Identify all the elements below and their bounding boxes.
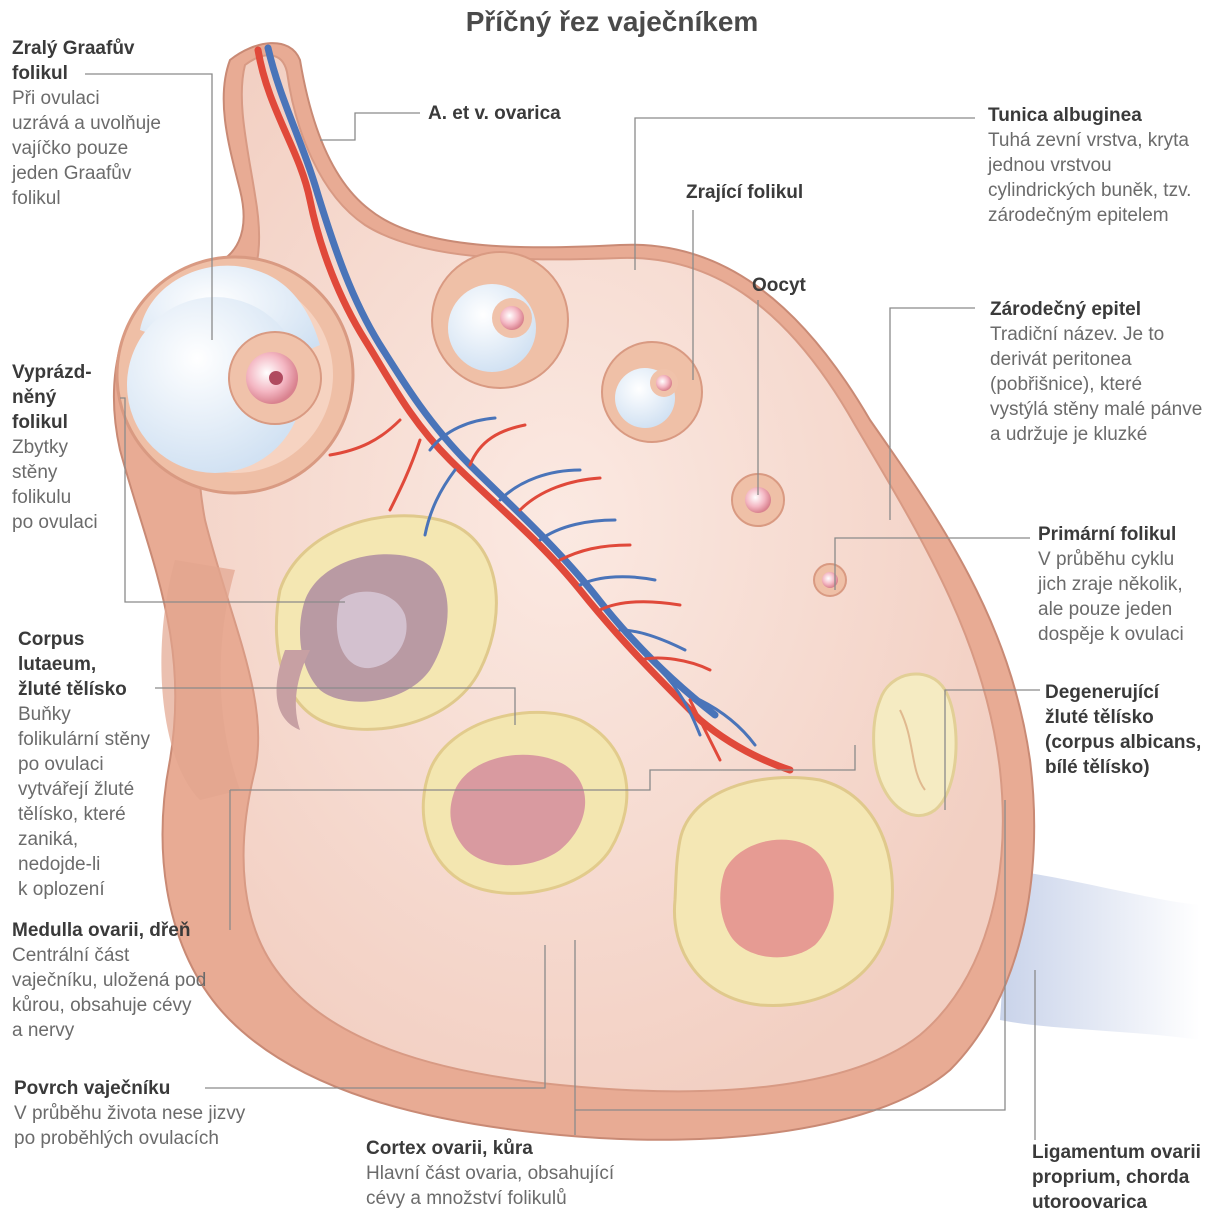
label-emptied-follicle: Vyprázd- něný folikul Zbytky stěny folik… (12, 360, 98, 535)
label-medulla: Medulla ovarii, dřeň Centrální část vaje… (12, 918, 206, 1043)
primary-desc: V průběhu cyklu jich zraje několik, ale … (1038, 547, 1184, 647)
label-ligament: Ligamentum ovarii proprium, chorda utoro… (1032, 1140, 1222, 1215)
maturing-heading: Zrající folikul (686, 180, 803, 205)
corpus-large (674, 778, 892, 1006)
label-corpus-luteum: Corpus lutaeum, žluté tělísko Buňky foli… (18, 627, 150, 902)
label-maturing-follicle: Zrající folikul (686, 180, 803, 205)
germinal-desc: Tradiční název. Je to derivát peritonea … (990, 322, 1202, 447)
primary-heading: Primární folikul (1038, 522, 1184, 547)
oocyte-heading: Oocyt (752, 273, 806, 298)
medulla-heading: Medulla ovarii, dřeň (12, 918, 206, 943)
graafian-heading: Zralý Graafův folikul (12, 36, 161, 86)
tunica-desc: Tuhá zevní vrstva, kryta jednou vrstvou … (988, 128, 1191, 228)
vessels-heading: A. et v. ovarica (428, 101, 561, 126)
label-cortex: Cortex ovarii, kůra Hlavní část ovaria, … (366, 1136, 614, 1211)
degenerating-heading: Degenerující žluté tělísko (corpus albic… (1045, 680, 1201, 780)
maturing-follicle-large (432, 252, 568, 388)
graafian-desc: Při ovulaci uzrává a uvolňuje vajíčko po… (12, 86, 161, 211)
germinal-heading: Zárodečný epitel (990, 297, 1202, 322)
emptied-heading: Vyprázd- něný folikul (12, 360, 98, 435)
label-surface: Povrch vaječníku V průběhu života nese j… (14, 1076, 245, 1151)
tunica-heading: Tunica albuginea (988, 103, 1191, 128)
corpus-luteum-heading: Corpus lutaeum, žluté tělísko (18, 627, 150, 702)
cortex-desc: Hlavní část ovaria, obsahující cévy a mn… (366, 1161, 614, 1211)
emptied-desc: Zbytky stěny folikulu po ovulaci (12, 435, 98, 535)
cortex-heading: Cortex ovarii, kůra (366, 1136, 614, 1161)
label-primary-follicle: Primární folikul V průběhu cyklu jich zr… (1038, 522, 1184, 647)
corpus-luteum-desc: Buňky folikulární stěny po ovulaci vytvá… (18, 702, 150, 902)
label-tunica: Tunica albuginea Tuhá zevní vrstva, kryt… (988, 103, 1191, 228)
label-germinal-epithelium: Zárodečný epitel Tradiční název. Je to d… (990, 297, 1202, 447)
corpus-luteum (423, 712, 627, 893)
label-degenerating: Degenerující žluté tělísko (corpus albic… (1045, 680, 1201, 780)
maturing-follicle-small (602, 342, 702, 442)
ligament-heading: Ligamentum ovarii proprium, chorda utoro… (1032, 1140, 1222, 1215)
primary-follicle (814, 564, 846, 596)
label-graafian-follicle: Zralý Graafův folikul Při ovulaci uzrává… (12, 36, 161, 211)
label-oocyte: Oocyt (752, 273, 806, 298)
label-vessels: A. et v. ovarica (428, 101, 561, 126)
corpus-albicans (874, 674, 956, 816)
surface-desc: V průběhu života nese jizvy po proběhlýc… (14, 1101, 245, 1151)
medulla-desc: Centrální část vaječníku, uložená pod ků… (12, 943, 206, 1043)
diagram-title: Příčný řez vaječníkem (0, 6, 1224, 38)
graafian-follicle (117, 257, 353, 493)
surface-heading: Povrch vaječníku (14, 1076, 245, 1101)
